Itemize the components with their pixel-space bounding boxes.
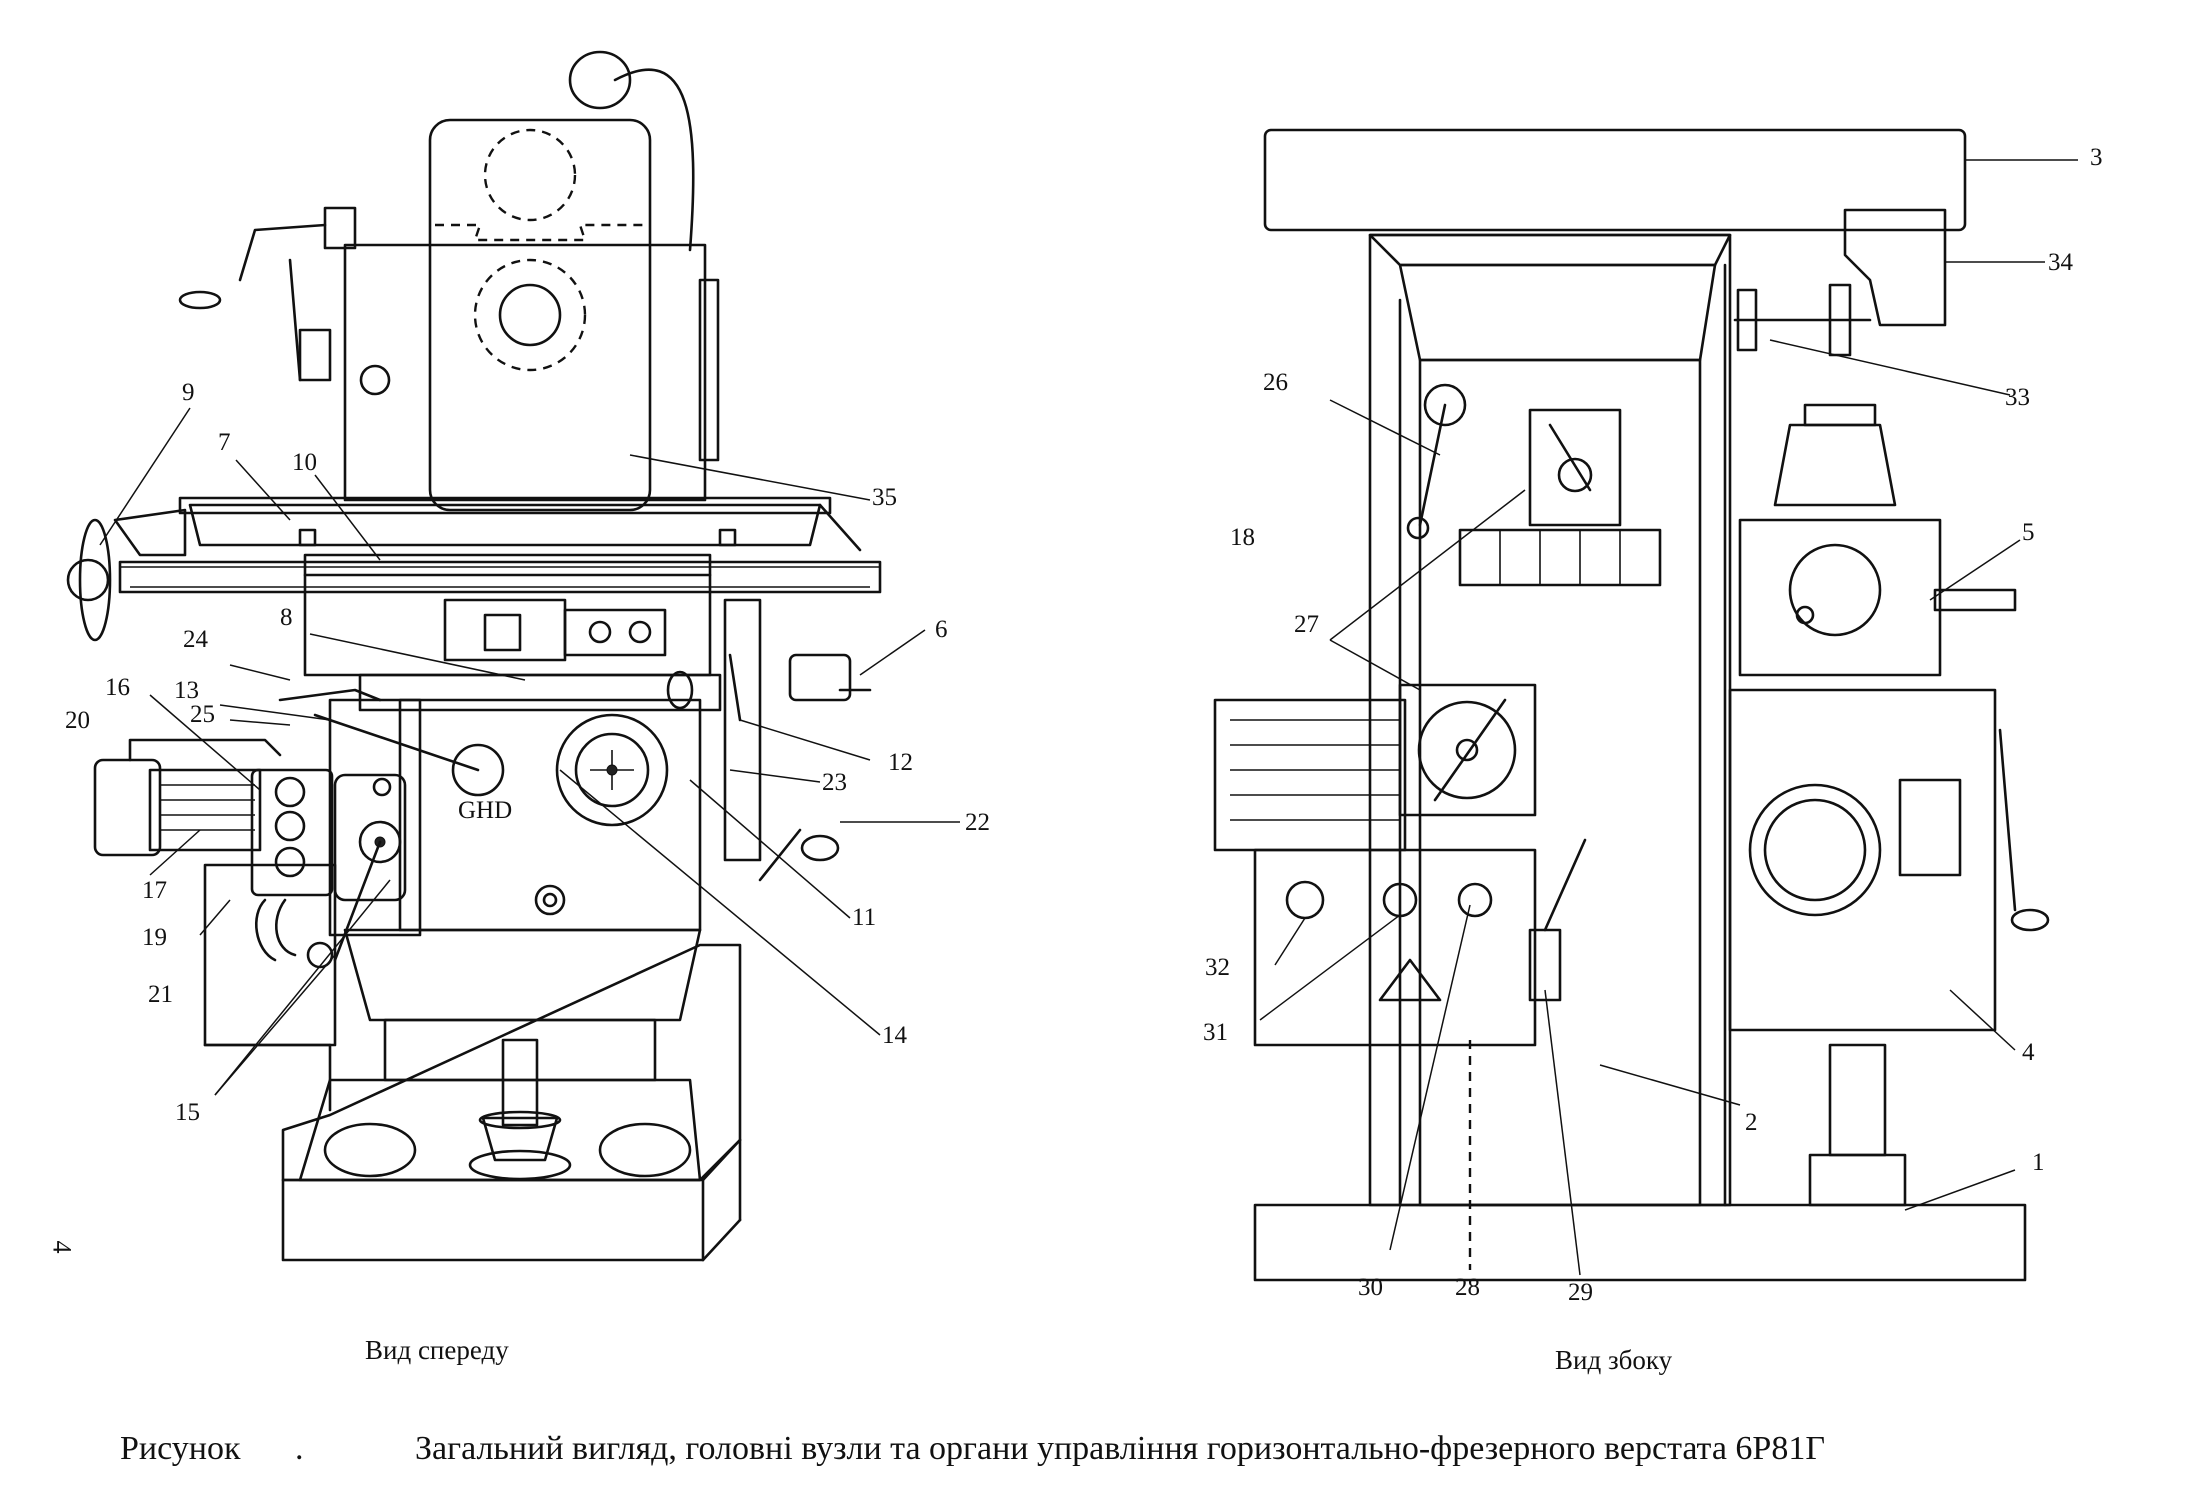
callout-5: 5 (2022, 519, 2035, 546)
callout-14: 14 (882, 1022, 908, 1049)
side-motor (1213, 698, 1407, 852)
callout-11: 11 (852, 904, 876, 931)
callout-10: 10 (292, 449, 317, 476)
electrical-cabinet (1253, 848, 1537, 1047)
callout-8: 8 (280, 604, 293, 631)
callout-2: 2 (1745, 1109, 1758, 1136)
front-view-caption: Вид спереду (365, 1335, 509, 1365)
callout-13: 13 (174, 677, 199, 704)
figure-dot: . (295, 1430, 304, 1467)
callout-12: 12 (888, 749, 913, 776)
callout-33: 33 (2005, 384, 2030, 411)
callout-18: 18 (1230, 524, 1255, 551)
callout-3: 3 (2090, 144, 2103, 171)
column (1368, 233, 1732, 1207)
callout-30: 30 (1358, 1274, 1383, 1301)
front-levers (278, 598, 872, 882)
front-motor (93, 738, 334, 962)
callout-34: 34 (2048, 249, 2074, 276)
feed-plate (1398, 683, 1537, 817)
callout-6: 6 (935, 616, 948, 643)
front-base (281, 943, 742, 1262)
callout-28: 28 (1455, 1274, 1480, 1301)
callout-27: 27 (1294, 611, 1319, 638)
callout-24: 24 (183, 626, 209, 653)
side-view-caption: Вид збоку (1555, 1345, 1673, 1375)
callout-32: 32 (1205, 954, 1230, 981)
arbor-support (1843, 208, 1947, 327)
callout-35: 35 (872, 484, 897, 511)
callout-15: 15 (175, 1099, 200, 1126)
side-callouts: 26 18 27 32 31 30 28 29 2 1 4 5 33 34 3 (1203, 144, 2103, 1306)
callout-19: 19 (142, 924, 167, 951)
front-column (178, 50, 720, 512)
page-number: 4 (47, 1240, 77, 1254)
callout-4: 4 (2022, 1039, 2035, 1066)
callout-25: 25 (190, 701, 215, 728)
callout-17: 17 (142, 877, 167, 904)
figure-label: Рисунок (120, 1430, 241, 1467)
dial-label: GHD (458, 797, 512, 824)
callout-7: 7 (218, 429, 231, 456)
figure-title: Загальний вигляд, головні вузли та орган… (415, 1430, 1825, 1467)
bed (1253, 1203, 2027, 1282)
callout-31: 31 (1203, 1019, 1228, 1046)
callout-20: 20 (65, 707, 90, 734)
callout-22: 22 (965, 809, 990, 836)
saddle (1738, 518, 1942, 677)
overarm (1263, 128, 1967, 232)
knee (1728, 688, 1997, 1032)
callout-9: 9 (182, 379, 195, 406)
side-view: 26 18 27 32 31 30 28 29 2 1 4 5 33 34 3 (1203, 128, 2103, 1306)
callout-21: 21 (148, 981, 173, 1008)
speed-plate (1528, 408, 1622, 527)
front-view: GHD (65, 50, 990, 1262)
callout-23: 23 (822, 769, 847, 796)
callout-29: 29 (1568, 1279, 1593, 1306)
front-callouts: 9 7 10 8 24 13 25 16 20 17 19 21 15 14 1… (65, 379, 990, 1126)
callout-1: 1 (2032, 1149, 2045, 1176)
callout-26: 26 (1263, 369, 1288, 396)
front-table (66, 496, 882, 712)
callout-16: 16 (105, 674, 130, 701)
